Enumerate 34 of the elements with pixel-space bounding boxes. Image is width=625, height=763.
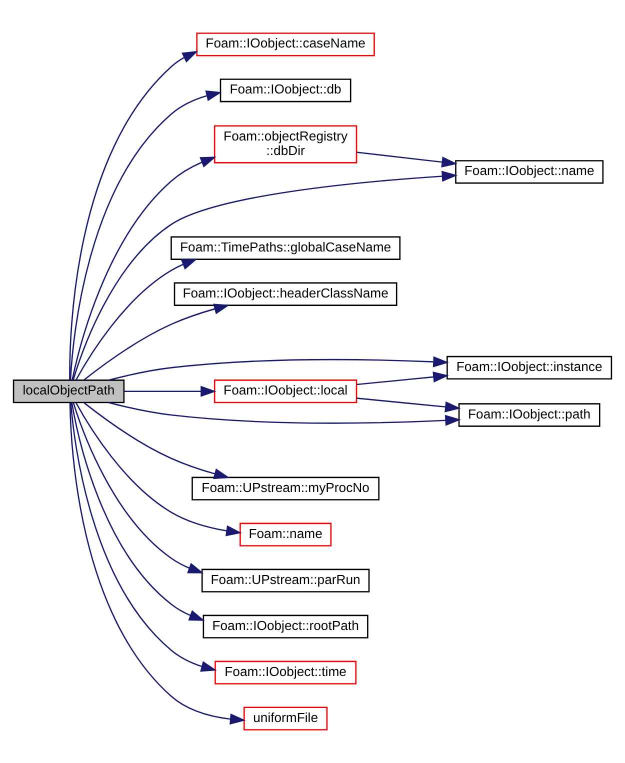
node-box: uniformFile: [244, 706, 328, 730]
arrow: [108, 356, 449, 381]
node-box: Foam::IOobject::instance: [446, 356, 612, 380]
node-box: Foam::IOobject::time: [214, 660, 357, 684]
node-box: Foam::TimePaths::globalCaseName: [170, 236, 401, 260]
arrow: [356, 398, 461, 412]
arrow: [124, 386, 216, 397]
arrow: [70, 90, 222, 380]
node-box: Foam::IOobject::path: [458, 403, 600, 427]
node-box: Foam::UPstream::myProcNo: [192, 476, 380, 500]
node-box: Foam::UPstream::parRun: [201, 568, 370, 592]
node-box: Foam::IOobject::rootPath: [202, 614, 368, 638]
arrow: [71, 402, 205, 621]
node-box: Foam::IOobject::caseName: [196, 32, 375, 56]
node-box: Foam::IOobject::db: [220, 78, 352, 102]
arrow: [84, 402, 230, 480]
arrow: [69, 402, 246, 725]
arrow: [69, 50, 198, 380]
arrow: [75, 258, 198, 380]
arrow: [70, 402, 217, 672]
node-box: Foam::IOobject::name: [455, 160, 604, 184]
arrow: [356, 372, 449, 386]
node-box: localObjectPath: [12, 380, 125, 404]
arrow: [72, 170, 458, 380]
arrow: [72, 402, 204, 574]
arrow: [84, 304, 230, 380]
arrow: [356, 152, 458, 168]
node-box: Foam::objectRegistry ::dbDir: [214, 125, 358, 164]
arrow: [75, 402, 242, 536]
node-box: Foam::name: [240, 522, 332, 546]
arrow: [108, 402, 461, 426]
node-box: Foam::IOobject::headerClassName: [174, 282, 398, 306]
node-box: Foam::IOobject::local: [214, 380, 358, 404]
arrow: [72, 156, 216, 380]
